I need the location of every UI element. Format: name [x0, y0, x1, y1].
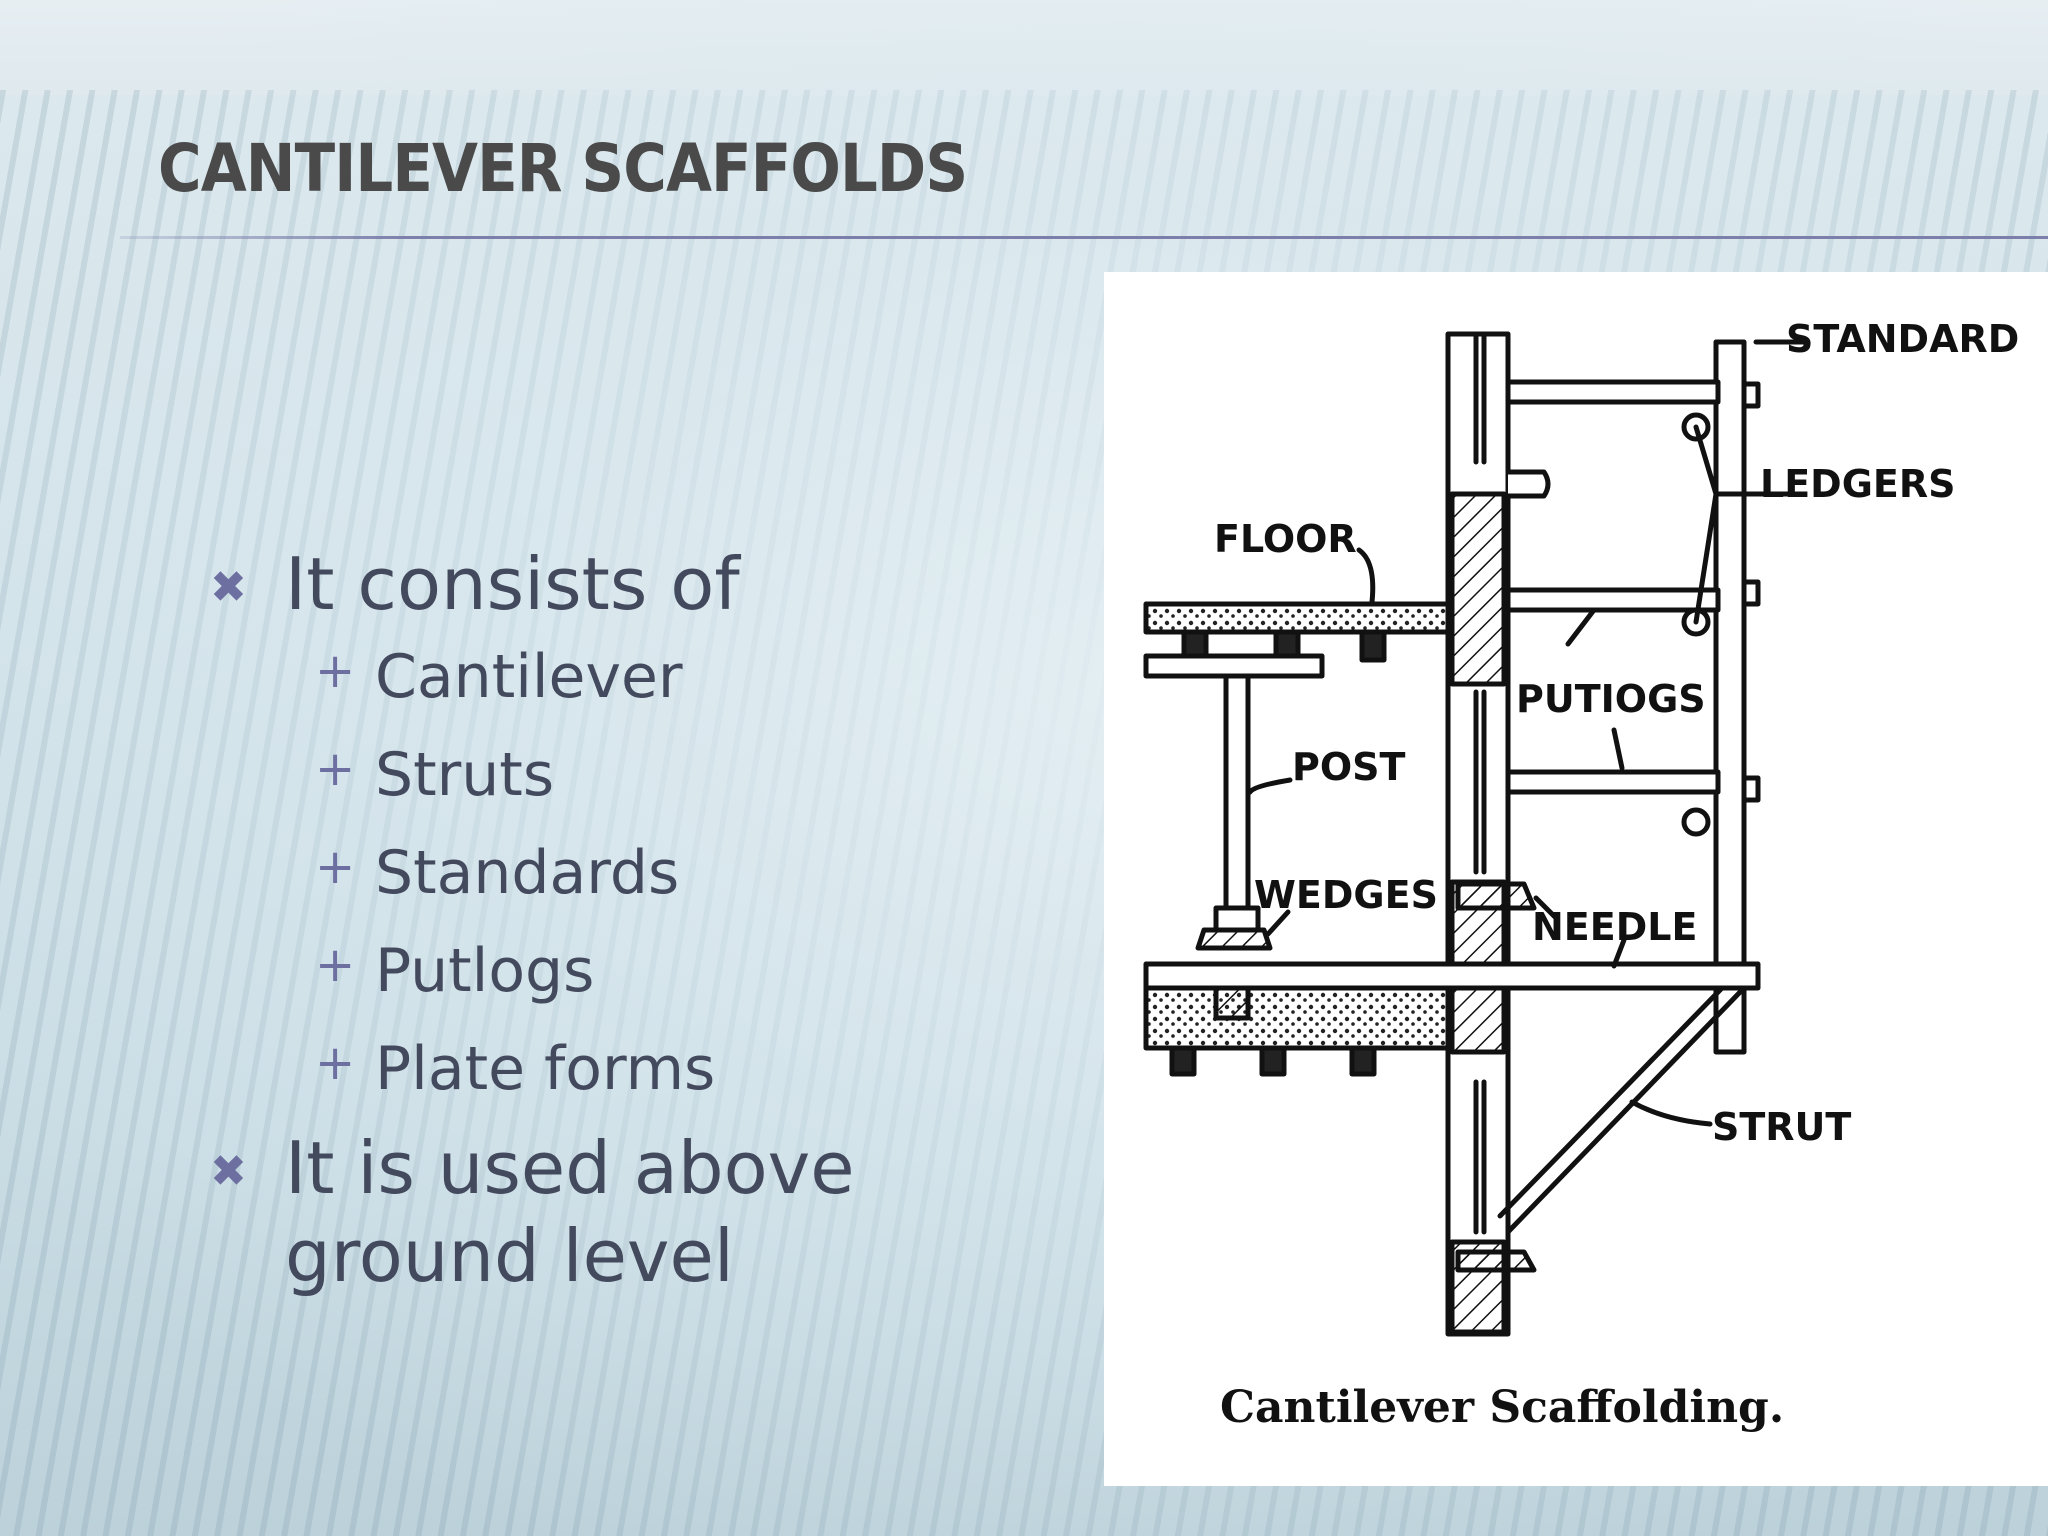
label-post: POST	[1292, 745, 1406, 789]
title-divider	[120, 236, 2048, 239]
label-putlogs: PUTIOGS	[1516, 677, 1706, 721]
sub-bullet-item: + Plate forms	[210, 1020, 930, 1118]
sub-bullet-item: + Putlogs	[210, 922, 930, 1020]
label-strut: STRUT	[1712, 1105, 1851, 1149]
label-standard: STANDARD	[1786, 317, 2019, 361]
bullet-text: It consists of	[285, 542, 740, 626]
sub-bullet-item: + Standards	[210, 824, 930, 922]
bullet-list: ✖ It consists of + Cantilever + Struts +…	[210, 540, 930, 1300]
label-wedges: WEDGES	[1254, 873, 1438, 917]
sub-bullet-text: Plate forms	[375, 1034, 716, 1104]
x-mark-icon: ✖	[210, 562, 247, 613]
slide-title: CANTILEVER SCAFFOLDS	[158, 130, 968, 207]
sub-bullet-text: Putlogs	[375, 936, 595, 1006]
label-floor: FLOOR	[1214, 517, 1357, 561]
plus-icon: +	[315, 741, 356, 797]
plus-icon: +	[315, 1035, 356, 1091]
sub-bullet-text: Cantilever	[375, 642, 683, 712]
bullet-text: It is used above ground level	[285, 1126, 855, 1298]
sub-bullet-item: + Cantilever	[210, 628, 930, 726]
plus-icon: +	[315, 643, 356, 699]
bullet-item: ✖ It is used above ground level	[210, 1124, 930, 1300]
figure-caption: Cantilever Scaffolding.	[1220, 1382, 1784, 1433]
bullet-item: ✖ It consists of	[210, 540, 930, 628]
plus-icon: +	[315, 937, 356, 993]
sub-bullet-item: + Struts	[210, 726, 930, 824]
plus-icon: +	[315, 839, 356, 895]
label-needle: NEEDLE	[1532, 905, 1697, 949]
sub-bullet-text: Standards	[375, 838, 680, 908]
scaffold-diagram: STANDARD LEDGERS FLOOR PUTIOGS POST WEDG…	[1104, 272, 2048, 1486]
x-mark-icon: ✖	[210, 1146, 247, 1197]
label-ledgers: LEDGERS	[1760, 462, 1956, 506]
scaffold-drawing: STANDARD LEDGERS FLOOR PUTIOGS POST WEDG…	[1143, 317, 2019, 1433]
sub-bullet-text: Struts	[375, 740, 555, 810]
